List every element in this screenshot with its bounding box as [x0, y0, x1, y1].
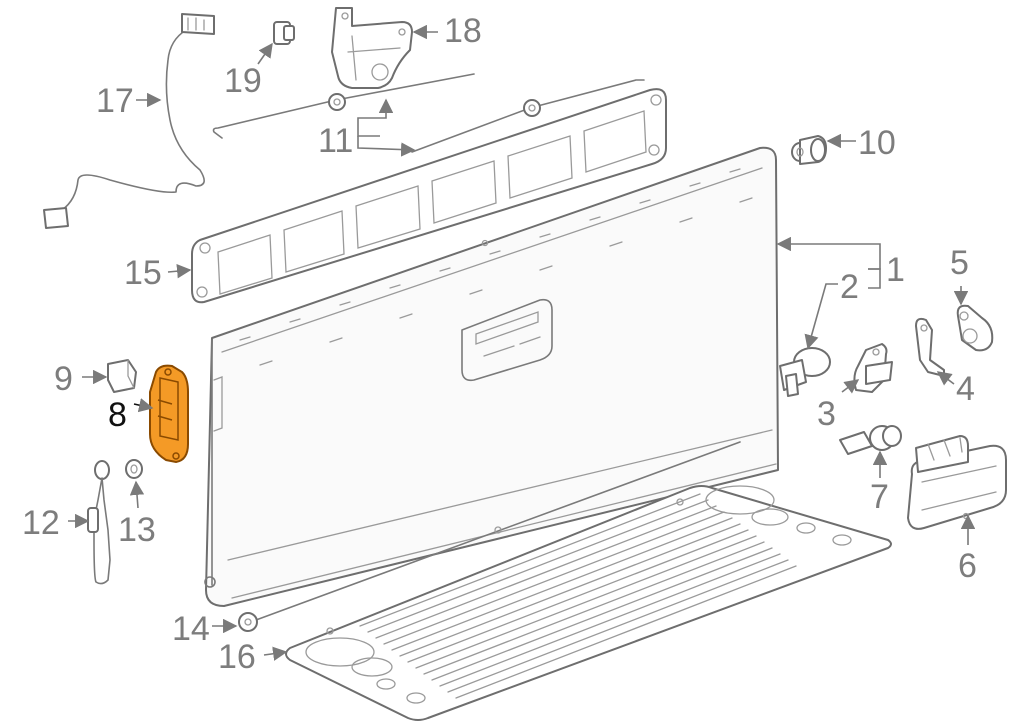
part-9-bumper — [107, 359, 137, 393]
part-7-lock-cylinder — [839, 425, 902, 455]
callout-19: 19 — [224, 62, 262, 100]
callout-5: 5 — [950, 244, 969, 282]
callout-17: 17 — [96, 82, 134, 120]
callout-2: 2 — [840, 268, 859, 306]
part-19-bolt — [273, 21, 295, 45]
part-8-latch-highlighted — [149, 364, 189, 464]
callout-18: 18 — [444, 12, 482, 50]
part-3-striker — [853, 343, 893, 393]
callout-1: 1 — [886, 251, 905, 289]
part-10-bushing — [791, 135, 827, 165]
leader-lines — [68, 24, 976, 661]
callout-8-highlighted: 8 — [108, 396, 127, 434]
part-12-support-cable — [87, 460, 111, 585]
callout-9: 9 — [54, 360, 73, 398]
part-6-handle — [907, 435, 1007, 530]
part-14-rod — [238, 441, 741, 632]
callout-15: 15 — [124, 254, 162, 292]
part-18-hinge — [331, 7, 413, 89]
callout-12: 12 — [22, 504, 60, 542]
callout-7: 7 — [870, 478, 889, 516]
callout-10: 10 — [858, 124, 896, 162]
callout-3: 3 — [817, 395, 836, 433]
callout-4: 4 — [956, 370, 975, 408]
part-1-tailgate — [204, 146, 779, 607]
part-16-tailgate-liner — [285, 485, 892, 721]
callout-13: 13 — [118, 511, 156, 549]
callout-14: 14 — [172, 610, 210, 648]
part-15-tailgate-seal — [191, 88, 667, 304]
part-2-pivot — [779, 347, 831, 397]
callout-16: 16 — [218, 638, 256, 676]
callout-6: 6 — [958, 547, 977, 585]
part-13-washer — [125, 459, 143, 479]
part-4-bracket — [915, 317, 945, 377]
part-5-clip — [956, 304, 994, 352]
part-17-wiring-harness — [43, 13, 215, 229]
callout-11: 11 — [318, 122, 353, 160]
part-11-cables — [212, 73, 645, 153]
